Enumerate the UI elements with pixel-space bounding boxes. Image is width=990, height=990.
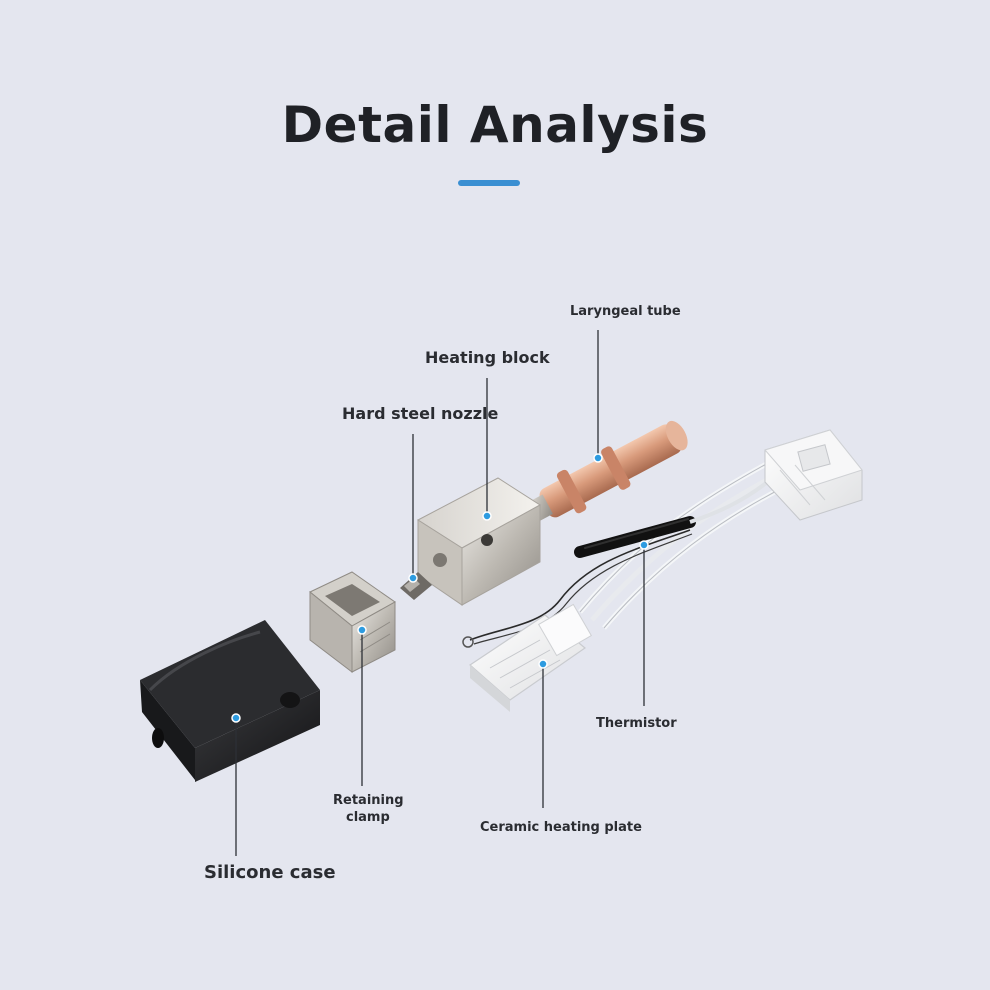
leader-dots <box>231 453 649 723</box>
laryngeal-tube <box>521 420 688 526</box>
silicone-case <box>140 620 320 782</box>
label-thermistor: Thermistor <box>596 716 677 731</box>
label-hard-steel-nozzle: Hard steel nozzle <box>342 404 499 423</box>
page-title: Detail Analysis <box>281 96 709 154</box>
leader-lines <box>235 330 645 856</box>
label-silicone-case: Silicone case <box>204 862 336 883</box>
label-heating-block: Heating block <box>425 348 550 367</box>
title-accent-bar <box>458 180 520 186</box>
ceramic-heating-plate <box>469 603 593 712</box>
label-retaining-clamp-line1: Retaining <box>333 793 404 808</box>
retaining-clamp <box>309 571 396 674</box>
label-ceramic-heating-plate: Ceramic heating plate <box>480 820 642 835</box>
label-laryngeal-tube: Laryngeal tube <box>570 304 681 319</box>
wire-connector <box>764 429 863 521</box>
label-retaining-clamp-line2: clamp <box>346 810 390 825</box>
heating-block <box>417 477 541 606</box>
